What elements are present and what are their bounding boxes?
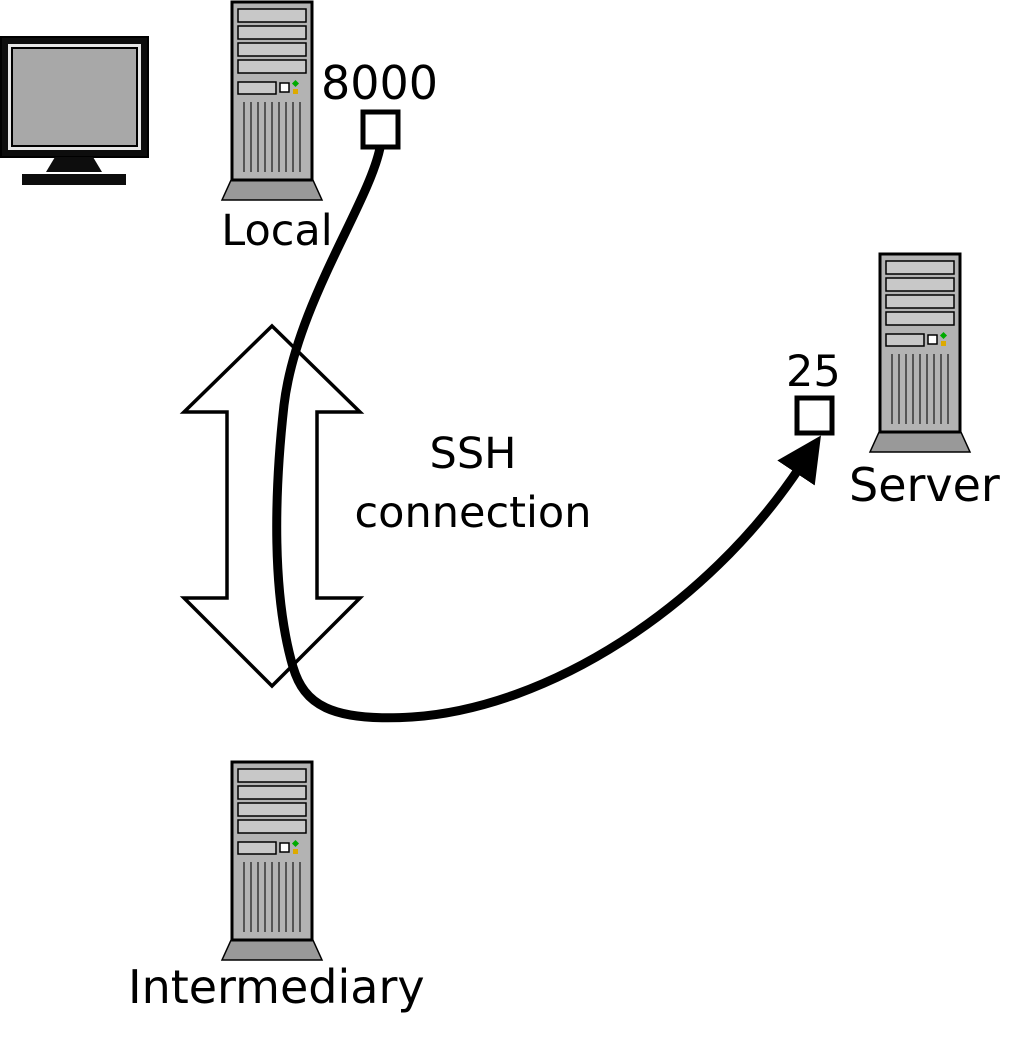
port-8000-box: [360, 109, 401, 150]
ssh-double-arrow: [179, 323, 365, 689]
server-computer-icon: [868, 252, 972, 454]
intermediary-computer-icon: [220, 760, 324, 962]
port-25-label: 25: [786, 347, 841, 397]
port-8000-label: 8000: [321, 56, 439, 110]
local-computer-icon: [220, 0, 324, 202]
local-label: Local: [221, 206, 333, 256]
tunnel-curve-arrow: [272, 143, 821, 723]
server-label: Server: [849, 458, 1000, 512]
ssh-connection-label: SSH connection: [354, 429, 592, 539]
port-25-box: [794, 395, 835, 436]
monitor-icon: [0, 36, 149, 185]
intermediary-label: Intermediary: [128, 960, 425, 1014]
